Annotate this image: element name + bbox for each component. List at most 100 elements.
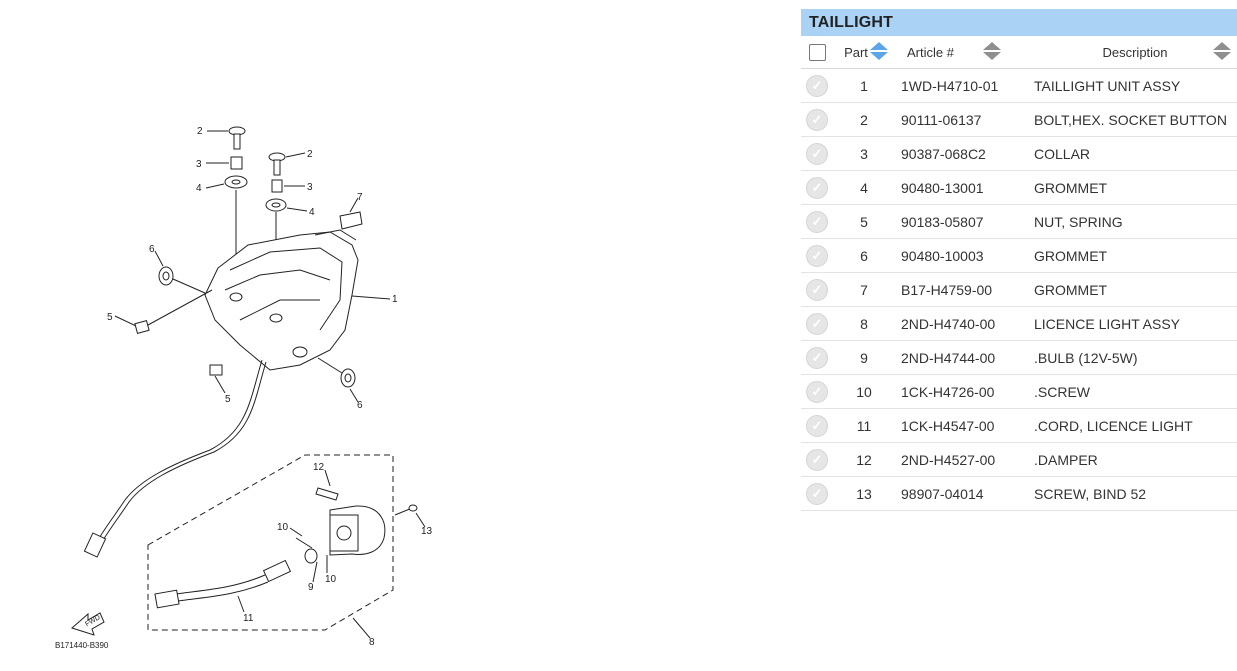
header-part-label: Part xyxy=(844,44,868,60)
check-circle-icon[interactable]: ✓ xyxy=(806,278,828,301)
header-article[interactable]: Article # xyxy=(895,36,1028,69)
callout-10b: 10 xyxy=(325,574,337,585)
select-all-checkbox[interactable] xyxy=(808,43,826,61)
check-circle-icon[interactable]: ✓ xyxy=(806,346,828,369)
licence-light xyxy=(329,505,386,556)
check-circle-icon[interactable]: ✓ xyxy=(806,414,828,437)
header-description[interactable]: Description xyxy=(1028,36,1237,69)
callout-4a: 4 xyxy=(196,183,202,194)
connector xyxy=(83,532,107,558)
check-circle-icon[interactable]: ✓ xyxy=(806,448,828,471)
row-select-cell[interactable]: ✓ xyxy=(801,306,833,341)
check-circle-icon[interactable]: ✓ xyxy=(806,312,828,335)
check-circle-icon[interactable]: ✓ xyxy=(806,210,828,233)
callout-8: 8 xyxy=(369,637,375,648)
cell-part: 4 xyxy=(833,170,895,205)
callout-3a: 3 xyxy=(196,159,202,170)
taillight-unit xyxy=(204,229,359,371)
cell-article: 90480-10003 xyxy=(895,238,1028,273)
cell-article: B17-H4759-00 xyxy=(895,272,1028,307)
spring-nut-upper xyxy=(134,320,150,334)
header-article-label: Article # xyxy=(907,44,954,60)
cell-part: 13 xyxy=(833,476,895,511)
cell-part: 2 xyxy=(833,102,895,137)
row-select-cell[interactable]: ✓ xyxy=(801,170,833,205)
callout-2a: 2 xyxy=(197,126,203,137)
check-circle-icon[interactable]: ✓ xyxy=(806,142,828,165)
cell-article: 90387-068C2 xyxy=(895,136,1028,171)
cell-article: 90111-06137 xyxy=(895,102,1028,137)
check-circle-icon[interactable]: ✓ xyxy=(806,482,828,505)
cell-description: LICENCE LIGHT ASSY xyxy=(1028,306,1237,341)
callout-5b: 5 xyxy=(225,394,231,405)
row-select-cell[interactable]: ✓ xyxy=(801,374,833,409)
callout-10a: 10 xyxy=(277,522,289,533)
callout-3b: 3 xyxy=(307,182,313,193)
cell-article: 2ND-H4527-00 xyxy=(895,442,1028,477)
cell-description: .SCREW xyxy=(1028,374,1237,409)
row-select-cell[interactable]: ✓ xyxy=(801,476,833,511)
cell-part: 9 xyxy=(833,340,895,375)
callout-5a: 5 xyxy=(107,312,113,323)
row-select-cell[interactable]: ✓ xyxy=(801,238,833,273)
check-circle-icon[interactable]: ✓ xyxy=(806,74,828,97)
cell-article: 2ND-H4744-00 xyxy=(895,340,1028,375)
callout-2b: 2 xyxy=(307,149,313,160)
cord-socket xyxy=(262,559,292,583)
callout-6a: 6 xyxy=(149,244,155,255)
row-select-cell[interactable]: ✓ xyxy=(801,340,833,375)
row-select-cell[interactable]: ✓ xyxy=(801,204,833,239)
fwd-arrow-icon xyxy=(71,612,105,636)
grommet-6-lower xyxy=(340,368,356,388)
callout-1: 1 xyxy=(392,294,398,305)
cell-description: .DAMPER xyxy=(1028,442,1237,477)
cell-description: .BULB (12V-5W) xyxy=(1028,340,1237,375)
callout-4b: 4 xyxy=(309,207,315,218)
callout-7: 7 xyxy=(357,192,363,203)
bolt-right xyxy=(268,152,286,176)
diagram-code: B171440-B390 xyxy=(55,641,109,650)
cell-description: GROMMET xyxy=(1028,170,1237,205)
cable xyxy=(97,359,263,541)
cell-description: GROMMET xyxy=(1028,238,1237,273)
grommet-6-upper xyxy=(158,266,174,286)
cell-part: 12 xyxy=(833,442,895,477)
row-select-cell[interactable]: ✓ xyxy=(801,68,833,103)
header-select-cell xyxy=(801,36,833,69)
cell-part: 6 xyxy=(833,238,895,273)
check-circle-icon[interactable]: ✓ xyxy=(806,244,828,267)
cell-description: GROMMET xyxy=(1028,272,1237,307)
cell-part: 8 xyxy=(833,306,895,341)
grommet-left xyxy=(224,175,248,189)
grommet-7 xyxy=(339,211,363,230)
row-select-cell[interactable]: ✓ xyxy=(801,136,833,171)
check-circle-icon[interactable]: ✓ xyxy=(806,108,828,131)
check-circle-icon[interactable]: ✓ xyxy=(806,380,828,403)
header-part[interactable]: Part xyxy=(833,36,895,69)
cell-part: 7 xyxy=(833,272,895,307)
row-select-cell[interactable]: ✓ xyxy=(801,102,833,137)
row-select-cell[interactable]: ✓ xyxy=(801,408,833,443)
row-select-cell[interactable]: ✓ xyxy=(801,272,833,307)
cell-part: 10 xyxy=(833,374,895,409)
check-circle-icon[interactable]: ✓ xyxy=(806,176,828,199)
cord-connector xyxy=(154,589,180,609)
row-select-cell[interactable]: ✓ xyxy=(801,442,833,477)
callout-13: 13 xyxy=(421,526,433,537)
cell-article: 90480-13001 xyxy=(895,170,1028,205)
parts-diagram: 2 3 4 2 3 4 7 6 1 5 5 6 12 10 13 10 9 11… xyxy=(55,126,433,650)
callout-9: 9 xyxy=(308,582,314,593)
